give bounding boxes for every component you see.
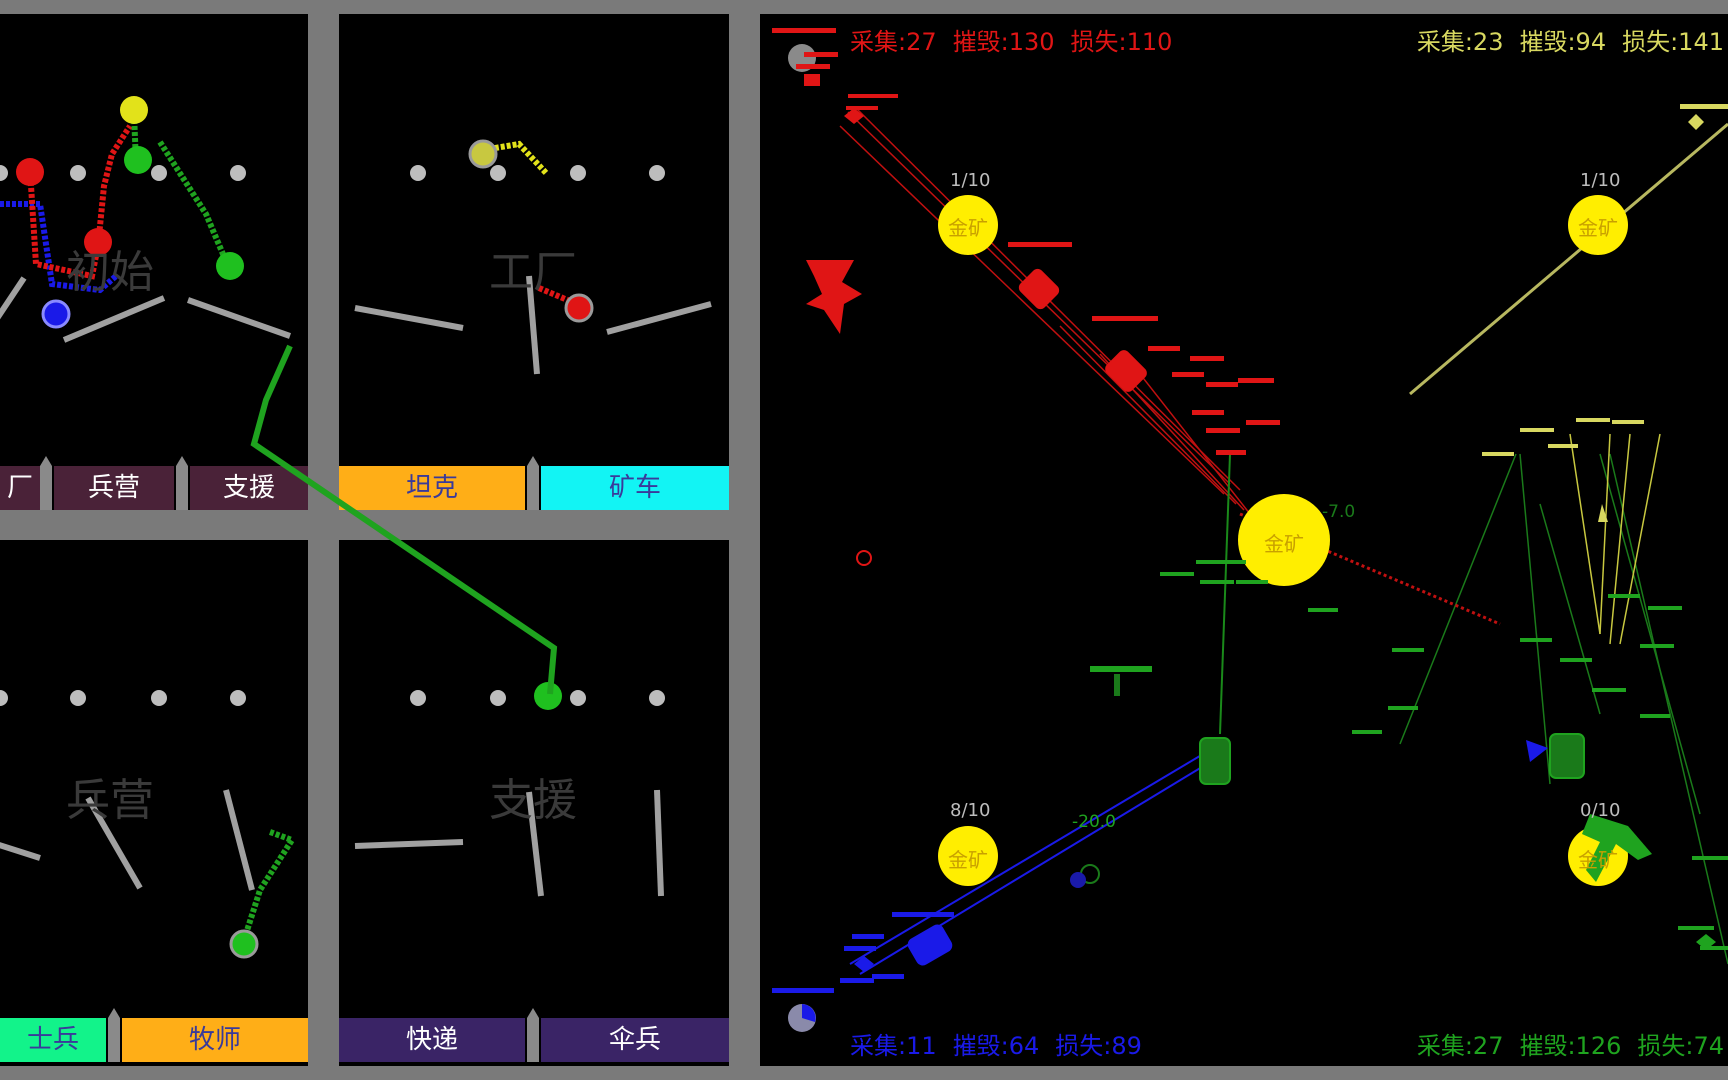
battlefield-map [772,28,1728,1032]
tab-factory[interactable]: 厂 [0,466,40,510]
tab-paratrooper[interactable]: 伞兵 [541,1018,729,1062]
panel-support-watermark: 支援 [489,775,577,826]
blue-destroy: 摧毁:64 [952,1032,1040,1060]
blue-stats: 采集:11 摧毁:64 损失:89 [850,1026,1158,1061]
green-stats: 采集:27 摧毁:126 损失:74 [1417,1026,1724,1061]
blue-collect: 采集:11 [850,1032,937,1060]
panel-factory: 工厂 坦克 矿车 [339,14,729,510]
yellow-collect: 采集:23 [1416,28,1504,56]
gold-mine-center [1238,494,1330,586]
yellow-destroy: 摧毁:94 [1519,28,1607,56]
mine-label-top-right: 金矿 [1578,216,1618,240]
damage-label: -7.0 [1322,502,1356,522]
panel-factory-watermark: 工厂 [489,247,577,298]
mine-label-center: 金矿 [1264,532,1304,556]
tab-tank[interactable]: 坦克 [339,466,525,510]
red-destroy: 摧毁:130 [952,28,1055,56]
panel-support: 支援 快递 伞兵 [339,540,729,1066]
mine-count-bottom-right: 0/10 [1580,800,1621,821]
tab-divider [108,1008,120,1062]
green-collect: 采集:27 [1416,1032,1504,1060]
red-collect: 采集:27 [850,28,937,56]
tab-divider [527,456,539,510]
green-loss: 损失:74 [1637,1032,1724,1060]
mine-count-bottom-left: 8/10 [950,800,991,821]
gold-mine-top-left [938,195,998,255]
panel-barracks-watermark: 兵营 [66,775,154,826]
tab-barracks[interactable]: 兵营 [54,466,174,510]
mine-count-top-right: 1/10 [1580,170,1621,191]
tab-support[interactable]: 支援 [190,466,308,510]
damage-label: -20.0 [1072,812,1116,832]
panel-barracks: 兵营 士兵 牧师 [0,540,308,1066]
red-loss: 损失:110 [1070,28,1173,56]
mine-label-top-left: 金矿 [948,216,988,240]
panel-initial-board [0,96,291,343]
gold-mine-bottom-left [938,826,998,886]
panel-initial: 初始 厂 兵营 支援 [0,14,308,510]
panel-barracks-board [0,690,297,959]
tab-soldier[interactable]: 士兵 [0,1018,106,1062]
red-stats: 采集:27 摧毁:130 损失:110 [850,22,1188,57]
tab-divider [40,456,52,510]
tab-courier[interactable]: 快递 [339,1018,525,1062]
yellow-stats: 采集:23 摧毁:94 损失:141 [1417,22,1724,57]
mine-label-bottom-left: 金矿 [948,848,988,872]
tab-priest[interactable]: 牧师 [122,1018,308,1062]
tab-divider [176,456,188,510]
yellow-loss: 损失:141 [1622,28,1724,56]
gold-mine-top-right [1568,195,1628,255]
mine-count-top-left: 1/10 [950,170,991,191]
mine-label-bottom-right: 金矿 [1578,848,1618,872]
tab-divider [527,1008,539,1062]
green-destroy: 摧毁:126 [1519,1032,1622,1060]
battlefield[interactable]: 1/10 金矿 1/10 金矿 金矿 8/10 金矿 0/10 金矿 -20.0… [760,14,1728,1066]
tab-miner[interactable]: 矿车 [541,466,729,510]
blue-loss: 损失:89 [1055,1032,1142,1060]
panel-initial-watermark: 初始 [66,247,154,298]
